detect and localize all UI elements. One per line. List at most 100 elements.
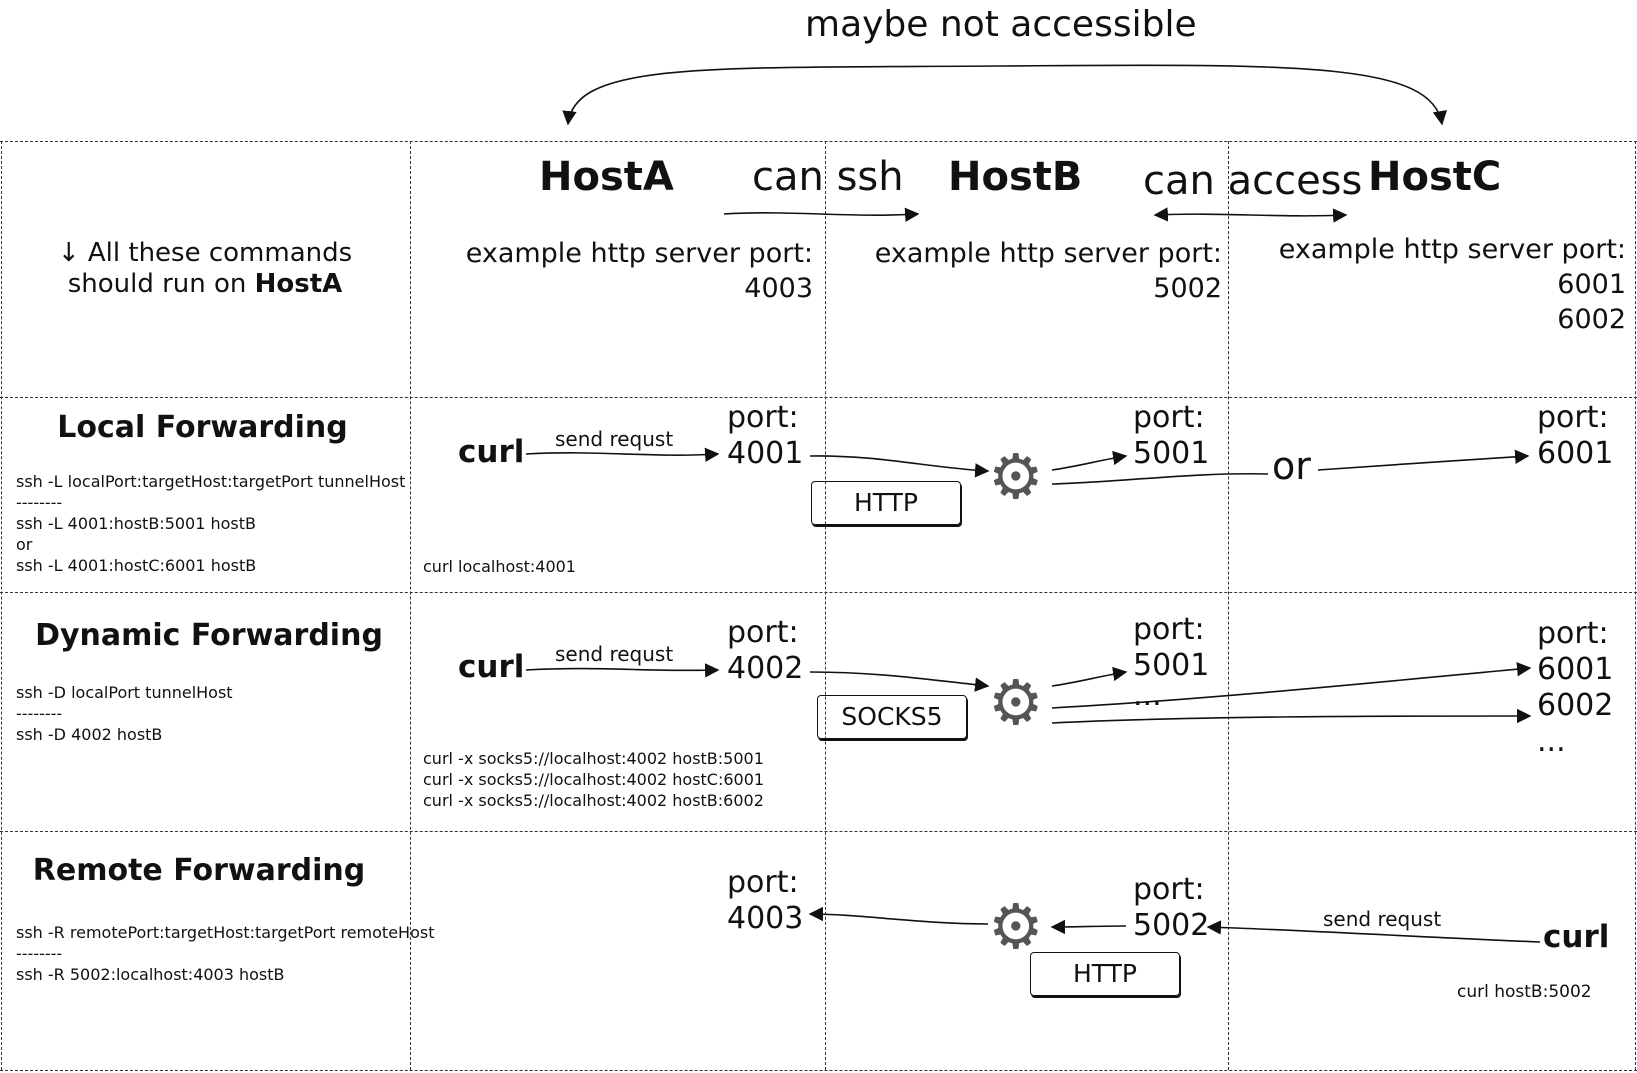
dynamic-curl-label: curl <box>458 649 525 685</box>
hostB-server-port: 5002 <box>1153 273 1222 304</box>
remote-hostB-port: port: 5002 <box>1133 872 1209 944</box>
remote-hostA-port: port: 4003 <box>727 865 803 937</box>
local-or-label: or <box>1272 444 1311 488</box>
hostA-name: HostA <box>539 154 674 200</box>
dynamic-hostC-ports: port: 6001 6002 ... <box>1537 616 1613 760</box>
dynamic-gear-to-6001-arrow <box>1051 662 1532 709</box>
local-gear-to-6001-line <box>1051 472 1269 485</box>
hostA-server-info: example http server port: 4003 <box>423 236 813 306</box>
grid-col-divider-1 <box>410 141 411 1070</box>
can-ssh-arrow <box>723 207 920 222</box>
dynamic-hostC-port-more: ... <box>1537 724 1566 759</box>
dynamic-gear-to-5001-arrow <box>1051 666 1128 687</box>
dynamic-forwarding-title: Dynamic Forwarding <box>35 618 383 653</box>
hostC-server-label: example http server port: <box>1278 234 1626 265</box>
grid-bottom-border <box>0 1070 1637 1071</box>
dynamic-gear-icon: ⚙ <box>988 666 1044 739</box>
dynamic-hostA-port-value: 4002 <box>727 651 804 686</box>
dynamic-hostA-port: port: 4002 <box>727 615 803 687</box>
grid-row-divider-1 <box>0 397 1637 398</box>
hostC-server-port-1: 6001 <box>1557 269 1626 300</box>
local-send-arrow <box>525 447 720 462</box>
grid-row-divider-2 <box>0 592 1637 593</box>
grid-top-border <box>0 141 1637 142</box>
diagram-title: maybe not accessible <box>805 4 1197 45</box>
maybe-not-accessible-arrow <box>562 64 1448 126</box>
local-hostC-port: port: 6001 <box>1537 400 1613 472</box>
dynamic-command-separator: -------- <box>16 704 63 723</box>
dynamic-hostB-ports: port: 5001 ... <box>1133 612 1209 714</box>
dynamic-hostB-port-more: ... <box>1133 678 1162 713</box>
hostC-name: HostC <box>1368 154 1502 200</box>
remote-curl-label: curl <box>1543 919 1610 955</box>
dynamic-hostB-port-label: port: <box>1133 612 1205 647</box>
intro-line-2: should run on HostA <box>0 269 410 300</box>
local-command-example-2: ssh -L 4001:hostC:6001 hostB <box>16 556 257 575</box>
remote-command-syntax: ssh -R remotePort:targetHost:targetPort … <box>16 923 435 942</box>
dynamic-curl-command-2: curl -x socks5://localhost:4002 hostC:60… <box>423 770 765 789</box>
local-command-example-1: ssh -L 4001:hostB:5001 hostB <box>16 514 257 533</box>
hostB-server-label: example http server port: <box>874 238 1222 269</box>
local-command-syntax: ssh -L localPort:targetHost:targetPort t… <box>16 472 406 491</box>
remote-command-example: ssh -R 5002:localhost:4003 hostB <box>16 965 285 984</box>
dynamic-protocol-badge: SOCKS5 <box>817 695 967 739</box>
remote-command-separator: -------- <box>16 944 63 963</box>
local-forwarding-commands: ssh -L localPort:targetHost:targetPort t… <box>16 471 405 576</box>
intro-note: ↓ All these commands should run on HostA <box>0 238 410 300</box>
hostC-server-info: example http server port: 6001 6002 <box>1236 232 1626 337</box>
local-forwarding-title: Local Forwarding <box>57 410 348 445</box>
hostB-server-info: example http server port: 5002 <box>832 236 1222 306</box>
remote-gear-to-4003-arrow <box>808 906 989 925</box>
intro-line-2-prefix: should run on <box>67 269 255 299</box>
remote-5002-to-gear-arrow <box>1050 919 1127 935</box>
relation-can-ssh: can ssh <box>752 154 904 200</box>
dynamic-command-example: ssh -D 4002 hostB <box>16 725 163 744</box>
dynamic-hostB-port-value: 5001 <box>1133 648 1210 683</box>
remote-forwarding-title: Remote Forwarding <box>32 853 366 888</box>
remote-hostB-port-value: 5002 <box>1133 908 1210 943</box>
local-hostA-port-label: port: <box>727 400 799 435</box>
local-send-label: send requst <box>555 427 674 451</box>
remote-hostA-port-label: port: <box>727 865 799 900</box>
dynamic-hostC-port-label: port: <box>1537 616 1609 651</box>
remote-forwarding-commands: ssh -R remotePort:targetHost:targetPort … <box>16 922 434 985</box>
intro-line-2-bold: HostA <box>254 269 343 299</box>
local-hostC-port-label: port: <box>1537 400 1609 435</box>
hostA-server-label: example http server port: <box>465 238 813 269</box>
grid-left-border <box>1 141 2 1070</box>
intro-line-1: ↓ All these commands <box>57 238 353 268</box>
local-curl-label: curl <box>458 434 525 470</box>
hostB-name: HostB <box>948 154 1083 200</box>
local-hostC-port-value: 6001 <box>1537 436 1614 471</box>
hostA-server-port: 4003 <box>744 273 813 304</box>
dynamic-send-arrow <box>525 663 720 678</box>
dynamic-hostA-port-label: port: <box>727 615 799 650</box>
dynamic-send-label: send requst <box>555 642 674 666</box>
local-curl-command: curl localhost:4001 <box>423 557 576 576</box>
remote-protocol-badge: HTTP <box>1030 952 1180 996</box>
remote-hostA-port-value: 4003 <box>727 901 804 936</box>
remote-curl-to-5002-arrow <box>1206 920 1541 943</box>
can-access-arrow <box>1153 207 1348 223</box>
local-command-or: or <box>16 535 33 554</box>
grid-col-divider-2 <box>825 141 826 1070</box>
remote-hostB-port-label: port: <box>1133 872 1205 907</box>
local-protocol-badge: HTTP <box>811 481 961 525</box>
grid-col-divider-3 <box>1228 141 1229 1070</box>
dynamic-gear-to-6002-arrow <box>1051 708 1532 724</box>
local-gear-to-5001-arrow <box>1051 450 1128 471</box>
dynamic-curl-command-1: curl -x socks5://localhost:4002 hostB:50… <box>423 749 764 768</box>
dynamic-curl-commands: curl -x socks5://localhost:4002 hostB:50… <box>423 748 764 811</box>
local-hostA-port-value: 4001 <box>727 436 804 471</box>
grid-right-border <box>1635 141 1636 1070</box>
local-hostB-port-value: 5001 <box>1133 436 1210 471</box>
dynamic-4002-to-gear-arrow <box>809 671 990 692</box>
dynamic-hostC-port-value-2: 6002 <box>1537 688 1614 723</box>
local-gear-icon: ⚙ <box>988 440 1044 513</box>
local-command-separator: -------- <box>16 493 63 512</box>
local-or-to-6001-arrow <box>1317 449 1530 471</box>
remote-send-label: send requst <box>1323 907 1442 931</box>
hostC-server-port-2: 6002 <box>1557 304 1626 335</box>
remote-curl-command: curl hostB:5002 <box>1457 982 1592 1002</box>
